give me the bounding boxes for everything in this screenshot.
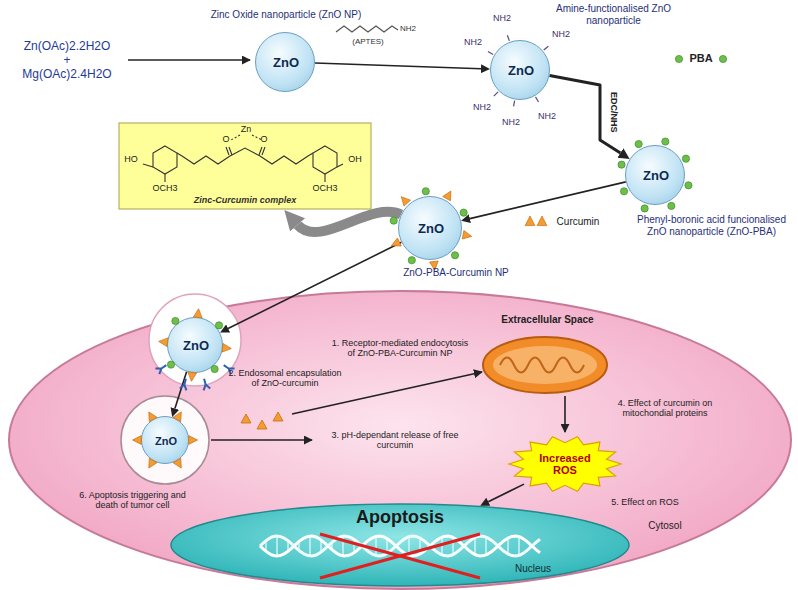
node-label: Extracellular Space [490, 314, 605, 326]
node-label: Amine-functionalised ZnO nanoparticle [541, 3, 686, 26]
nanoparticle: ZnO [141, 416, 189, 464]
annotation: Mg(OAc)2.4H2O [8, 68, 126, 82]
annotation: NH2 [490, 13, 514, 23]
receptors [155, 365, 234, 390]
amine-stalks [488, 35, 548, 106]
nanoparticle: Amine-functionalised ZnO nanoparticleZnO [490, 40, 550, 100]
annotation: Curcumin [548, 216, 608, 228]
annotation: NH2 [549, 29, 573, 39]
node-label: ZnO [256, 56, 316, 71]
step-note: 3. pH-dependant release of free curcumin [320, 430, 470, 451]
node-text: OCH3 [309, 183, 341, 193]
surface-ligands [159, 309, 232, 382]
annotation: (APTES) [340, 37, 396, 46]
connector-arrow [470, 182, 626, 219]
ros-burst: Increased ROS [508, 435, 622, 493]
node-text: O [221, 134, 231, 144]
node-text: ZnO-PBA-Curcumin NP [386, 267, 526, 279]
node-text: Nucleus [508, 563, 558, 575]
annotation: NH2 [499, 117, 523, 127]
node-label: ZnO [142, 435, 190, 448]
dna-helix [260, 536, 540, 556]
annotation: Zn(OAc)2.2H2O [8, 40, 126, 54]
node-label: Zinc-Curcumin complex [170, 195, 320, 205]
surface-ligands [390, 188, 472, 271]
node-label: Zn [238, 124, 254, 134]
nanoparticle: Zinc Oxide nanoparticle (ZnO NP)ZnO [255, 32, 315, 92]
cross-mark [320, 534, 480, 578]
node-text: Cytosol [640, 520, 690, 532]
ros-burst-outline [508, 435, 622, 493]
nanoparticle: ZnOZnO-PBA-Curcumin NP [398, 196, 462, 260]
curcumin-marks [525, 216, 547, 226]
node-label: ZnO [399, 222, 463, 237]
annotation: NH2 [470, 102, 494, 112]
release-arrow [211, 439, 312, 441]
ros-arrow [564, 396, 566, 432]
node-label: ZnO [168, 339, 224, 354]
connector-arrow [550, 76, 621, 154]
membrane-invagination [149, 294, 241, 386]
node-label: ZnO [626, 169, 686, 184]
structure-box: ZnO O HO OCH3 OH OCH3Zinc-Curcumin complex [118, 122, 372, 210]
annotation: NH2 [400, 24, 426, 33]
annotation: NH2 [535, 111, 559, 121]
node-text: Phenyl-boronic acid funcionalised ZnO na… [629, 214, 794, 237]
step-note: 5. Effect on ROS [600, 497, 690, 507]
node-text: O [259, 134, 269, 144]
annotation: PBA [685, 52, 717, 65]
endosome [121, 396, 209, 484]
node-label: Apoptosis [340, 507, 460, 528]
nanoparticle: ZnOPhenyl-boronic acid funcionalised ZnO… [625, 145, 685, 205]
node-text: OCH3 [149, 183, 181, 193]
node-label: ZnO [491, 64, 551, 79]
connector-arrow [315, 63, 481, 69]
curved-arrow [298, 212, 401, 232]
node-label: Zinc Oxide nanoparticle (ZnO NP) [201, 9, 371, 21]
reaction-arrow [128, 59, 250, 61]
mitochondrion [483, 337, 607, 393]
node-label: Increased ROS [530, 452, 600, 477]
node-text: OH [344, 154, 366, 164]
edge-label: EDC/NHS [609, 84, 619, 140]
nanoparticle: ZnO [167, 317, 223, 373]
surface-ligands [618, 138, 692, 212]
annotation: + [8, 54, 126, 68]
surface-ligands [133, 412, 198, 468]
step-note: 4. Effect of curcumin on mitochondial pr… [600, 398, 730, 419]
step-note: 2. Endosomal encapsulation of ZnO-curcum… [225, 368, 345, 389]
annotation: NH2 [461, 37, 485, 47]
nucleus: ApoptosisNucleus [170, 503, 630, 587]
step-note: 6. Apoptosis triggering and death of tum… [70, 490, 195, 511]
aptes-structure [336, 26, 398, 32]
node-text: HO [120, 154, 142, 164]
step-note: 1. Receptor-mediated endocytosis of ZnO-… [330, 338, 470, 359]
